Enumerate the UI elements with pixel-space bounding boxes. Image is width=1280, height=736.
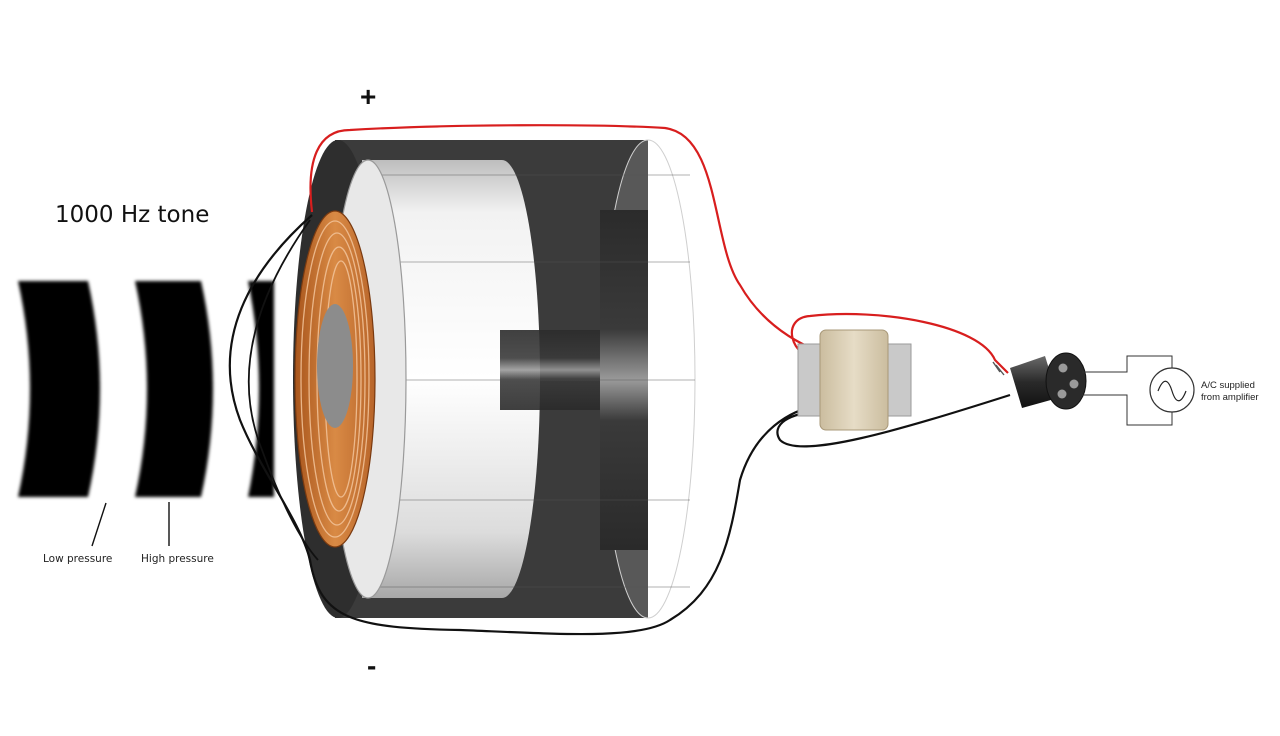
xlr-connector (992, 352, 1087, 410)
diagram-title: 1000 Hz tone (55, 202, 209, 228)
connector-strain-relief (992, 361, 1005, 376)
transformer-coil (819, 329, 889, 431)
ac-source-leads (1082, 355, 1173, 426)
gap-shadow (500, 330, 600, 410)
connector-pin-1 (1058, 363, 1068, 373)
magnet-assembly (293, 139, 696, 619)
coil-lead (247, 219, 319, 561)
connector-pin-2 (1069, 379, 1079, 389)
sine-icon (1157, 380, 1187, 402)
positive-wire (309, 124, 1009, 374)
low-pressure-label: Low pressure (43, 553, 112, 565)
positive-terminal-label: + (360, 81, 376, 112)
ac-source-label-line1: A/C supplied (1201, 380, 1255, 391)
sound-wavefronts (18, 281, 274, 497)
connector-face (1045, 352, 1087, 410)
ac-source: A/C supplied from amplifier (1082, 355, 1259, 426)
ac-source-label-line2: from amplifier (1201, 392, 1259, 403)
low-pressure-pointer (91, 502, 107, 547)
high-pressure-label: High pressure (141, 553, 214, 565)
wavefront-3 (248, 281, 274, 497)
negative-wire (228, 214, 1011, 636)
connector-body (1010, 356, 1058, 408)
transformer (797, 329, 912, 431)
wavefront-1 (18, 281, 100, 497)
connector-pin-3 (1057, 389, 1067, 399)
wavefront-2 (135, 281, 213, 497)
center-pole (317, 304, 353, 428)
negative-terminal-label: - (367, 650, 376, 681)
